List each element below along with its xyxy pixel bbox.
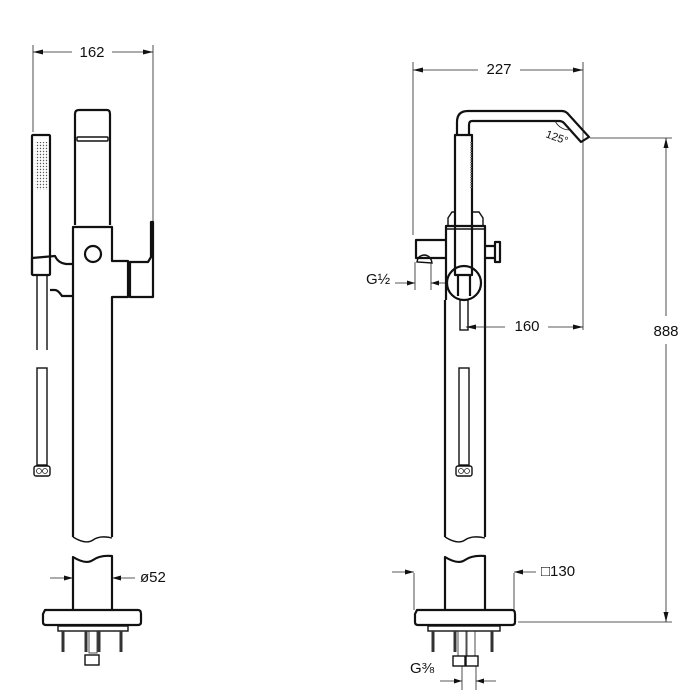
mixer-lever [128, 220, 155, 299]
dimension-160-label: 160 [514, 318, 539, 335]
dimension-130-label: □130 [541, 563, 575, 580]
mixer-body [71, 225, 130, 305]
hand-shower [30, 133, 52, 477]
dimension-162: 162 [32, 44, 154, 222]
dimension-227-label: 227 [486, 61, 511, 78]
front-view: 227 125° G½ [366, 61, 679, 690]
column-lower [71, 305, 114, 537]
column-top [73, 108, 112, 225]
mixer-body-front [444, 224, 487, 300]
hand-shower-front [453, 133, 474, 277]
dimension-227: 227 [412, 61, 584, 330]
spout-angle-label: 125° [544, 129, 569, 148]
dimension-supply-thread: G⅜ [410, 660, 496, 684]
dimension-inlet-thread: G½ [366, 262, 445, 290]
inlet-thread-label: G½ [366, 271, 391, 288]
base-plate [41, 608, 143, 627]
column-base-section-front [443, 554, 487, 610]
dimension-130: □130 [392, 563, 575, 610]
mounting-bolts [61, 630, 123, 666]
side-view: 162 ø52 [30, 44, 166, 666]
dimension-diameter-label: ø52 [140, 569, 166, 586]
mounting-bolts-front [431, 630, 494, 690]
dimension-162-label: 162 [79, 44, 104, 61]
supply-thread-label: G⅜ [410, 660, 435, 677]
dimension-diameter: ø52 [50, 569, 166, 586]
column-base-section [71, 554, 114, 610]
dimension-888: 888 [518, 137, 679, 623]
column-lower-front [443, 300, 487, 537]
dimension-160: 160 [466, 318, 583, 335]
spout [455, 109, 591, 144]
shower-holder [30, 254, 73, 298]
diverter-knob [83, 244, 103, 264]
base-plate-front [413, 608, 517, 627]
dimension-888-label: 888 [653, 323, 678, 340]
side-knob [485, 240, 502, 264]
